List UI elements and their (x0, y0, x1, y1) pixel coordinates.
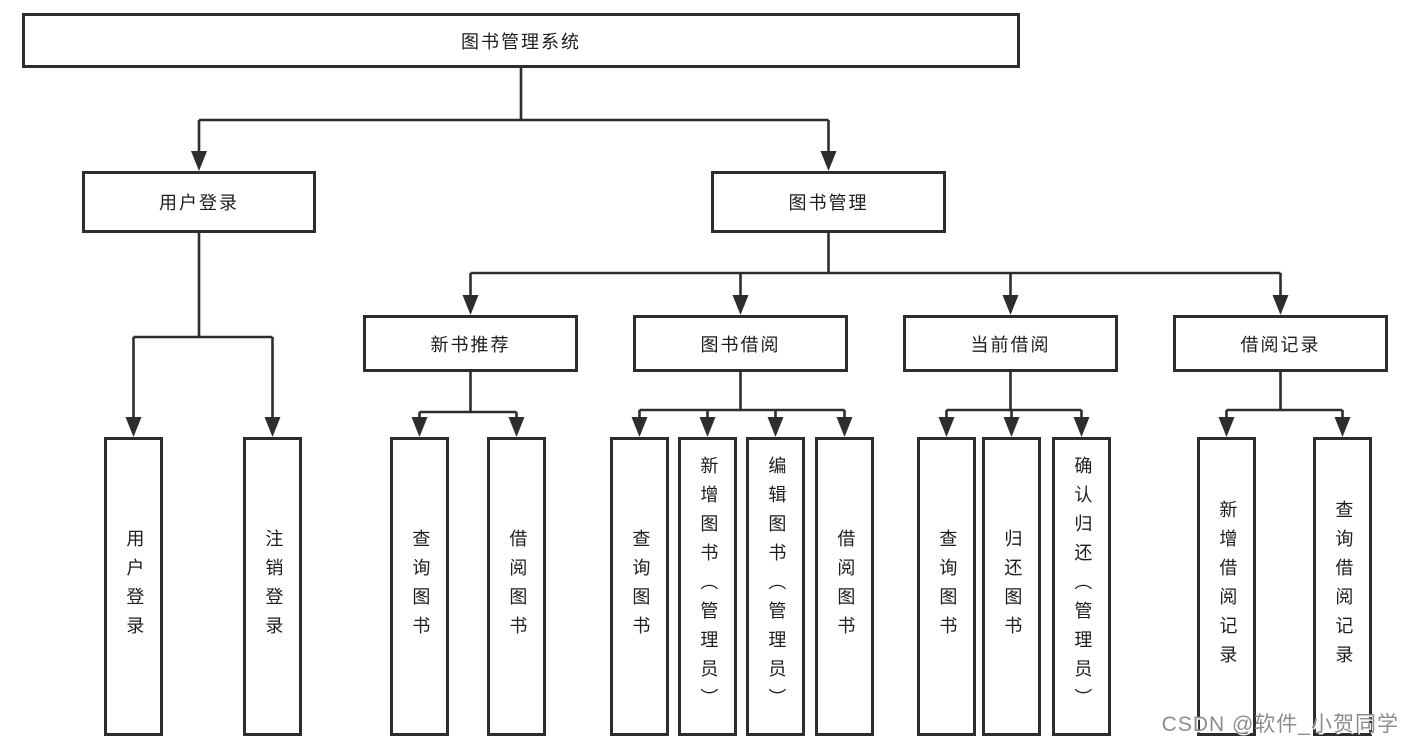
leaf-confirm-return-admin-label: 确认归还（管理员） (1072, 456, 1093, 717)
leaf-query-borrow-record: 查询借阅记录 (1313, 437, 1372, 736)
leaf-return-book-label: 归还图书 (1002, 528, 1023, 645)
leaf-user-login-label: 用户登录 (124, 528, 145, 645)
node-book-borrow: 图书借阅 (633, 315, 848, 372)
node-current-borrow: 当前借阅 (903, 315, 1118, 372)
node-borrow-record: 借阅记录 (1173, 315, 1388, 372)
node-borrow-record-label: 借阅记录 (1240, 334, 1321, 355)
node-user-login-label: 用户登录 (159, 193, 239, 213)
node-root: 图书管理系统 (22, 13, 1020, 68)
leaf-edit-book-admin-label: 编辑图书（管理员） (766, 456, 787, 717)
leaf-confirm-return-admin: 确认归还（管理员） (1052, 437, 1111, 736)
node-book-management-label: 图书管理 (788, 193, 869, 213)
leaf-add-book-admin-label: 新增图书（管理员） (698, 456, 719, 717)
leaf-current-query-book-label: 查询图书 (937, 528, 958, 645)
node-root-label: 图书管理系统 (461, 31, 581, 52)
leaf-add-borrow-record: 新增借阅记录 (1197, 437, 1256, 736)
leaf-logout: 注销登录 (243, 437, 302, 736)
node-book-borrow-label: 图书借阅 (700, 334, 781, 355)
csdn-watermark: CSDN @软件_小贺同学 (1161, 713, 1399, 736)
node-current-borrow-label: 当前借阅 (970, 334, 1051, 355)
leaf-user-login: 用户登录 (104, 437, 163, 736)
leaf-return-book: 归还图书 (982, 437, 1041, 736)
leaf-recommend-query-book: 查询图书 (390, 437, 449, 736)
leaf-recommend-borrow-book: 借阅图书 (487, 437, 546, 736)
leaf-borrow-query-book-label: 查询图书 (630, 528, 651, 645)
leaf-logout-label: 注销登录 (263, 528, 284, 645)
leaf-borrow-query-book: 查询图书 (610, 437, 669, 736)
leaf-current-query-book: 查询图书 (917, 437, 976, 736)
node-new-book-recommend: 新书推荐 (363, 315, 578, 372)
leaf-query-borrow-record-label: 查询借阅记录 (1333, 499, 1354, 674)
connector-lines (132, 68, 1344, 421)
node-user-login: 用户登录 (82, 171, 316, 233)
leaf-add-book-admin: 新增图书（管理员） (678, 437, 737, 736)
leaf-borrow-borrow-book-label: 借阅图书 (835, 528, 856, 645)
leaf-borrow-borrow-book: 借阅图书 (815, 437, 874, 736)
leaf-recommend-borrow-book-label: 借阅图书 (507, 528, 528, 645)
leaf-add-borrow-record-label: 新增借阅记录 (1217, 499, 1238, 674)
leaf-edit-book-admin: 编辑图书（管理员） (746, 437, 805, 736)
leaf-recommend-query-book-label: 查询图书 (410, 528, 431, 645)
node-book-management: 图书管理 (711, 171, 946, 233)
connector-arrowheads (125, 151, 1351, 437)
node-new-book-recommend-label: 新书推荐 (430, 334, 511, 355)
